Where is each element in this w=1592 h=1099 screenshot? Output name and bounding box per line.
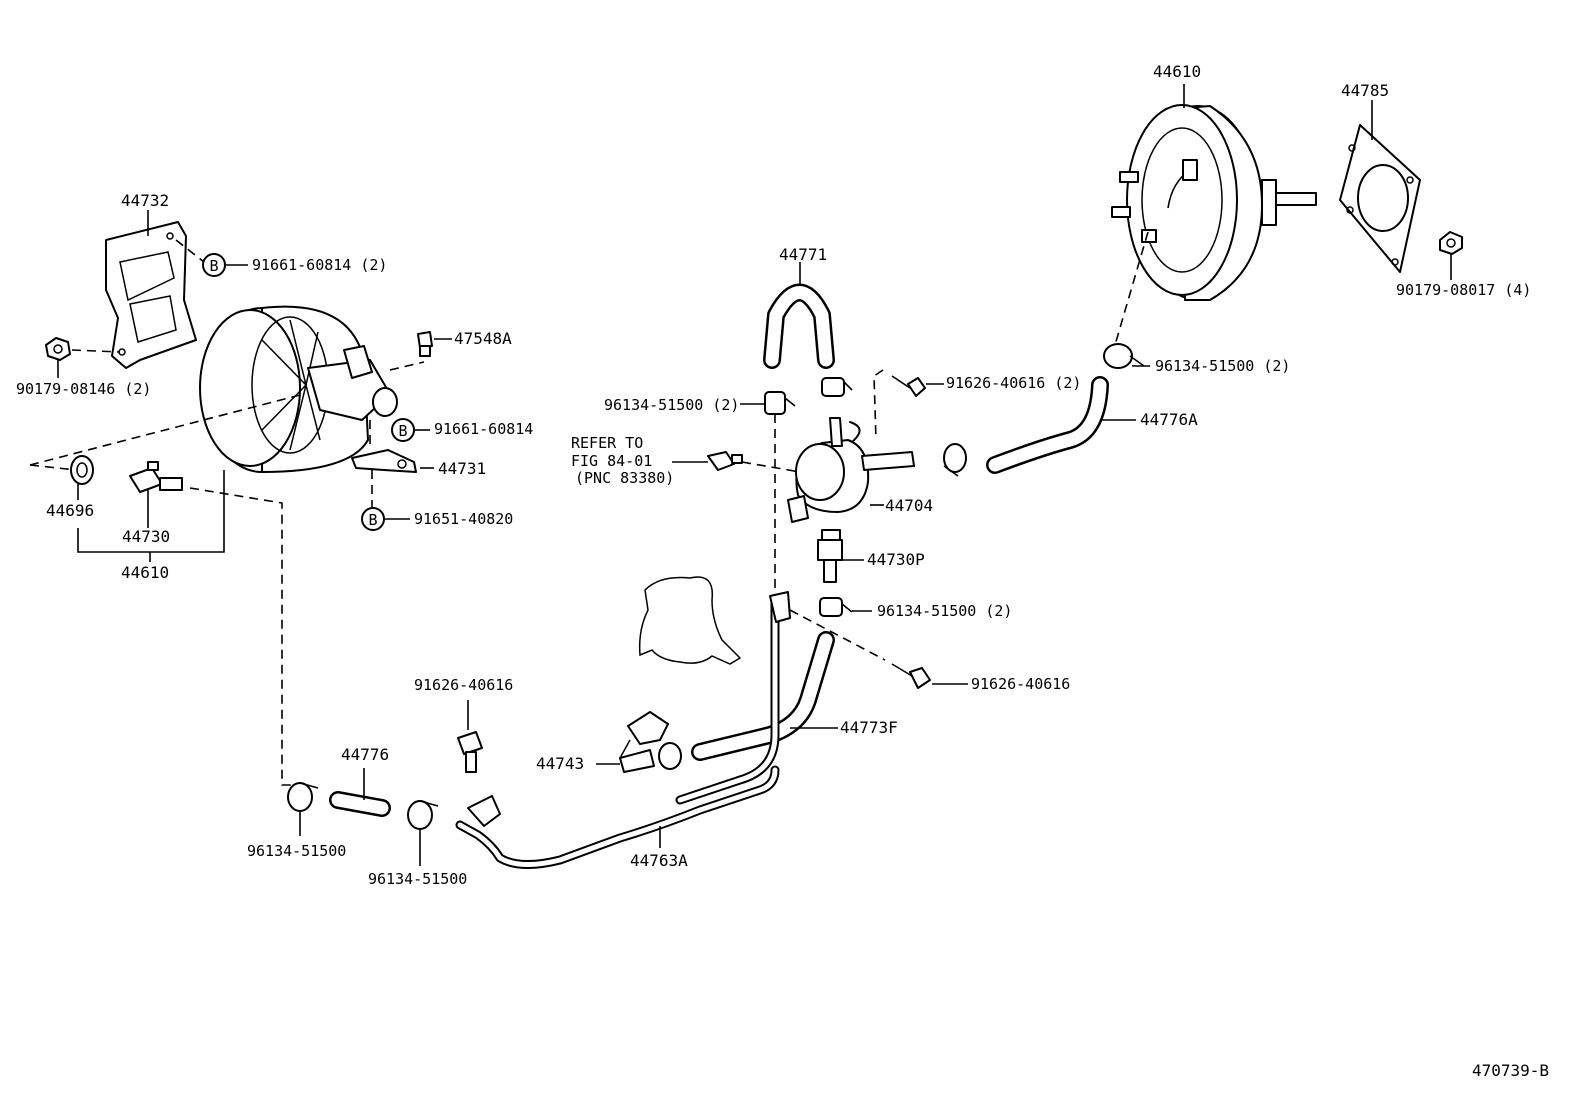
clamp-center-right[interactable]	[819, 597, 853, 617]
label-nut-4: 90179-08017 (4)	[1396, 281, 1531, 299]
label-bolt-b-low: 91651-40820	[414, 510, 513, 528]
label-clamp-center-right: 96134-51500 (2)	[877, 602, 1012, 620]
label-nut-left: 90179-08146 (2)	[16, 380, 151, 398]
clamp-center-upper[interactable]	[821, 377, 853, 397]
brake-booster-right[interactable]	[1111, 104, 1317, 301]
clevis-44731[interactable]	[351, 449, 417, 473]
badge-b-mid: B	[391, 418, 415, 442]
clamp-tank-right[interactable]	[943, 443, 967, 477]
label-grommet-44696: 44696	[46, 501, 94, 520]
tank-44704[interactable]	[787, 417, 915, 523]
badge-b-mid-text: B	[398, 422, 407, 440]
label-hose-44771: 44771	[779, 245, 827, 264]
label-clevis-44731: 44731	[438, 459, 486, 478]
bolt-91626-center[interactable]	[891, 663, 931, 689]
label-pipe-44773F: 44773F	[840, 718, 898, 737]
label-gasket-plate: 44785	[1341, 81, 1389, 100]
clip-47548A[interactable]	[417, 331, 433, 357]
badge-b-top-text: B	[209, 257, 218, 275]
label-clamp-center-left: 96134-51500 (2)	[604, 396, 739, 414]
vacuum-switch-refer[interactable]	[707, 451, 743, 471]
valve-44743[interactable]	[619, 711, 682, 773]
label-clamp-bottom-1: 96134-51500	[247, 842, 346, 860]
grommet-44696[interactable]	[70, 455, 94, 485]
badge-b-low: B	[361, 507, 385, 531]
nut-90179-08146[interactable]	[45, 337, 71, 361]
bolt-91626-upper[interactable]	[891, 375, 926, 397]
label-bracket-44732: 44732	[121, 191, 169, 210]
clamp-top-right[interactable]	[1103, 343, 1145, 369]
label-bolt-b-top: 91661-60814 (2)	[252, 256, 387, 274]
clamp-center-left[interactable]	[764, 391, 796, 415]
label-assy-44610: 44610	[121, 563, 169, 582]
label-bolt-bottom-center: 91626-40616	[414, 676, 513, 694]
label-tank-44704: 44704	[885, 496, 933, 515]
union-44730P[interactable]	[817, 529, 843, 583]
label-clamp-top-right: 96134-51500 (2)	[1155, 357, 1290, 375]
check-valve-44730[interactable]	[129, 461, 183, 493]
label-pipe-44763A: 44763A	[630, 851, 688, 870]
booster-gasket-plate[interactable]	[1339, 124, 1421, 273]
label-check-valve-44730: 44730	[122, 527, 170, 546]
badge-b-low-text: B	[368, 511, 377, 529]
label-bolt-center-right: 91626-40616	[971, 675, 1070, 693]
clamp-bottom-1[interactable]	[287, 782, 319, 812]
label-booster-top: 44610	[1153, 62, 1201, 81]
nut-90179-08017[interactable]	[1439, 231, 1463, 255]
label-bolt-top-center: 91626-40616 (2)	[946, 374, 1081, 392]
engine-sketch	[638, 576, 742, 665]
label-refer-1: REFER TO	[571, 434, 643, 452]
badge-b-top: B	[202, 253, 226, 277]
bracket-44732[interactable]	[105, 221, 197, 369]
label-refer-2: FIG 84-01	[571, 452, 652, 470]
label-bolt-b-mid: 91661-60814	[434, 420, 533, 438]
figure-code: 470739-B	[1472, 1061, 1549, 1080]
bolt-91626-bottom[interactable]	[457, 731, 483, 773]
leader-dashed-left	[189, 487, 292, 786]
brake-booster-left[interactable]	[199, 305, 398, 473]
label-union-44730P: 44730P	[867, 550, 925, 569]
label-clamp-bottom-2: 96134-51500	[368, 870, 467, 888]
label-hose-44776A: 44776A	[1140, 410, 1198, 429]
clamp-bottom-2[interactable]	[407, 800, 439, 830]
label-clip-47548A: 47548A	[454, 329, 512, 348]
label-hose-44776: 44776	[341, 745, 389, 764]
label-refer-3: (PNC 83380)	[575, 469, 674, 487]
label-valve-44743: 44743	[536, 754, 584, 773]
